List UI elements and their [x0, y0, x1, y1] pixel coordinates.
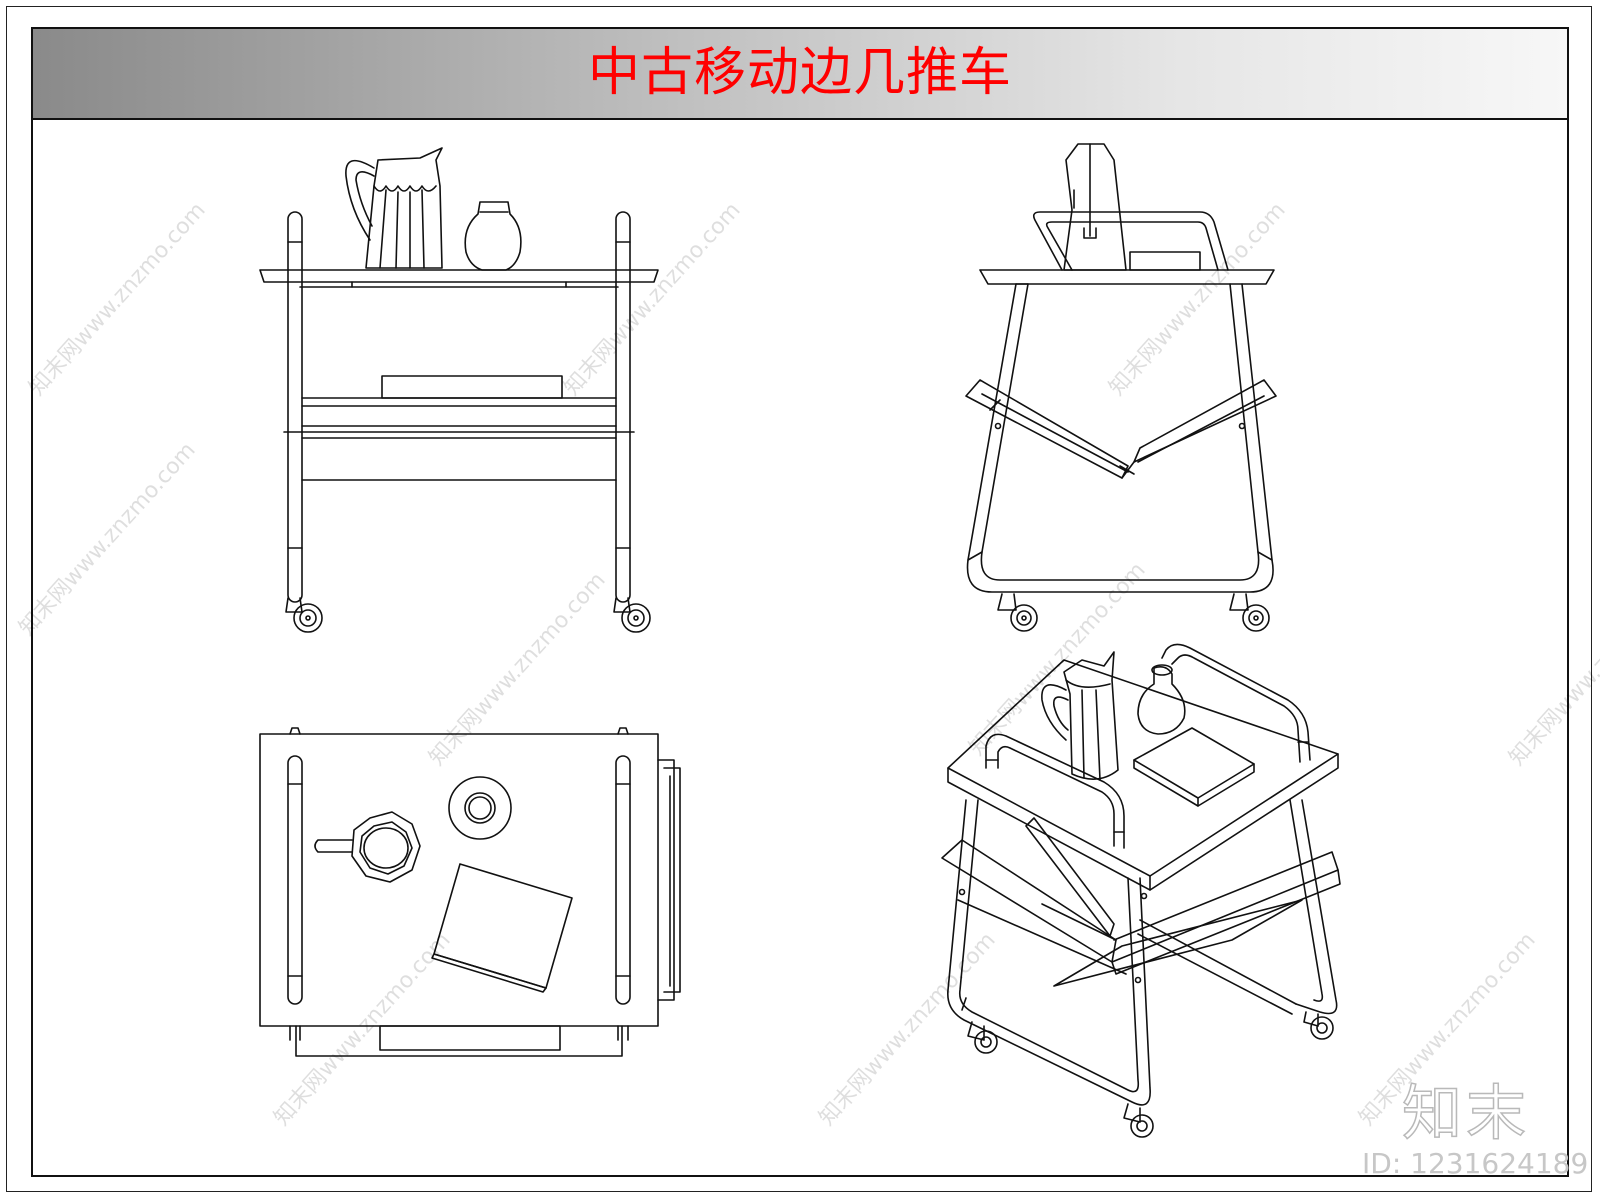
- plan-view: [259, 727, 681, 1057]
- vase-plan: [448, 776, 512, 840]
- title-bar: 中古移动边几推车: [33, 29, 1567, 120]
- page-title: 中古移动边几推车: [587, 43, 1012, 103]
- isometric-view: [941, 643, 1341, 1138]
- jug-plan: [314, 811, 421, 883]
- vase-iso: [1137, 664, 1186, 735]
- tray-plan: [259, 733, 659, 1027]
- vase-front: [464, 201, 522, 271]
- iso-legs: [947, 799, 1338, 1106]
- jug-front: [345, 147, 443, 269]
- side-elevation-view: [965, 143, 1277, 632]
- watermark-logo: 知末: [1401, 1078, 1530, 1150]
- book-iso: [1133, 727, 1255, 807]
- side-casters: [997, 593, 1270, 632]
- front-casters: [285, 597, 651, 633]
- jug-iso: [1041, 651, 1119, 781]
- top-tray-front: [259, 269, 659, 283]
- iso-top-tray: [947, 659, 1339, 891]
- front-posts: [287, 211, 631, 603]
- image-id-label: ID: 1231624189: [1362, 1147, 1589, 1180]
- front-elevation-view: [259, 147, 659, 633]
- plan-posts: [287, 727, 631, 1041]
- iso-handles: [985, 643, 1311, 849]
- top-tray-side: [979, 269, 1275, 285]
- book-plan: [431, 863, 573, 993]
- iso-casters: [961, 997, 1334, 1138]
- drawing-frame: [31, 27, 1569, 1177]
- middle-shelf-front: [283, 375, 635, 481]
- iso-v-rack: [941, 817, 1341, 987]
- outer-border: [6, 6, 1592, 1192]
- v-rack-side: [965, 379, 1277, 479]
- side-frame: [966, 211, 1274, 593]
